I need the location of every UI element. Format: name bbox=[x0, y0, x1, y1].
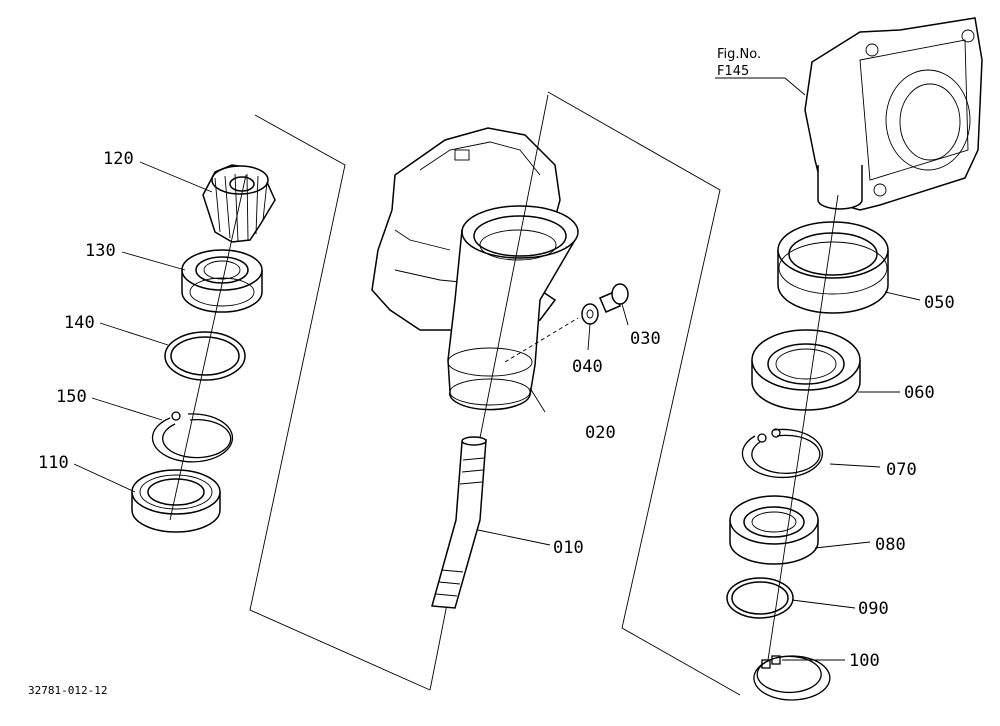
part-150-snap-ring bbox=[151, 411, 234, 463]
callout-060: 060 bbox=[904, 383, 935, 403]
part-100-snap-ring bbox=[753, 655, 831, 701]
callout-090: 090 bbox=[858, 599, 889, 619]
callout-070: 070 bbox=[886, 460, 917, 480]
part-120-bevel-gear bbox=[202, 164, 276, 243]
figure-ref-number: F145 bbox=[717, 64, 749, 79]
part-050-seal bbox=[777, 221, 889, 314]
part-090-shim-ring bbox=[726, 577, 794, 619]
part-f145-housing bbox=[804, 17, 983, 211]
callout-030: 030 bbox=[630, 329, 661, 349]
part-130-bearing bbox=[181, 249, 263, 313]
callout-040: 040 bbox=[572, 357, 603, 377]
part-020-gear-case bbox=[371, 127, 579, 411]
part-040-washer bbox=[581, 303, 599, 325]
drawing-number: 32781-012-12 bbox=[28, 684, 107, 697]
callout-020: 020 bbox=[585, 423, 616, 443]
callout-050: 050 bbox=[924, 293, 955, 313]
part-080-bearing bbox=[729, 495, 819, 565]
assembly-frame-center bbox=[547, 91, 741, 696]
callout-120: 120 bbox=[103, 149, 134, 169]
callout-150: 150 bbox=[56, 387, 87, 407]
figure-ref-title: Fig.No. bbox=[717, 47, 761, 62]
callout-010: 010 bbox=[553, 538, 584, 558]
callout-080: 080 bbox=[875, 535, 906, 555]
assembly-frame-left bbox=[249, 114, 431, 691]
part-030-bolt bbox=[599, 283, 629, 313]
part-010-shaft bbox=[431, 436, 487, 609]
part-070-snap-ring bbox=[741, 428, 824, 479]
callout-labels: 120 130 140 150 110 020 040 030 010 050 … bbox=[28, 47, 955, 697]
part-060-bearing bbox=[751, 329, 861, 411]
part-110-seal bbox=[131, 469, 221, 533]
part-140-shim-ring bbox=[164, 331, 246, 381]
callout-140: 140 bbox=[64, 313, 95, 333]
callout-110: 110 bbox=[38, 453, 69, 473]
callout-130: 130 bbox=[85, 241, 116, 261]
leader-lines bbox=[73, 77, 921, 661]
callout-100: 100 bbox=[849, 651, 880, 671]
